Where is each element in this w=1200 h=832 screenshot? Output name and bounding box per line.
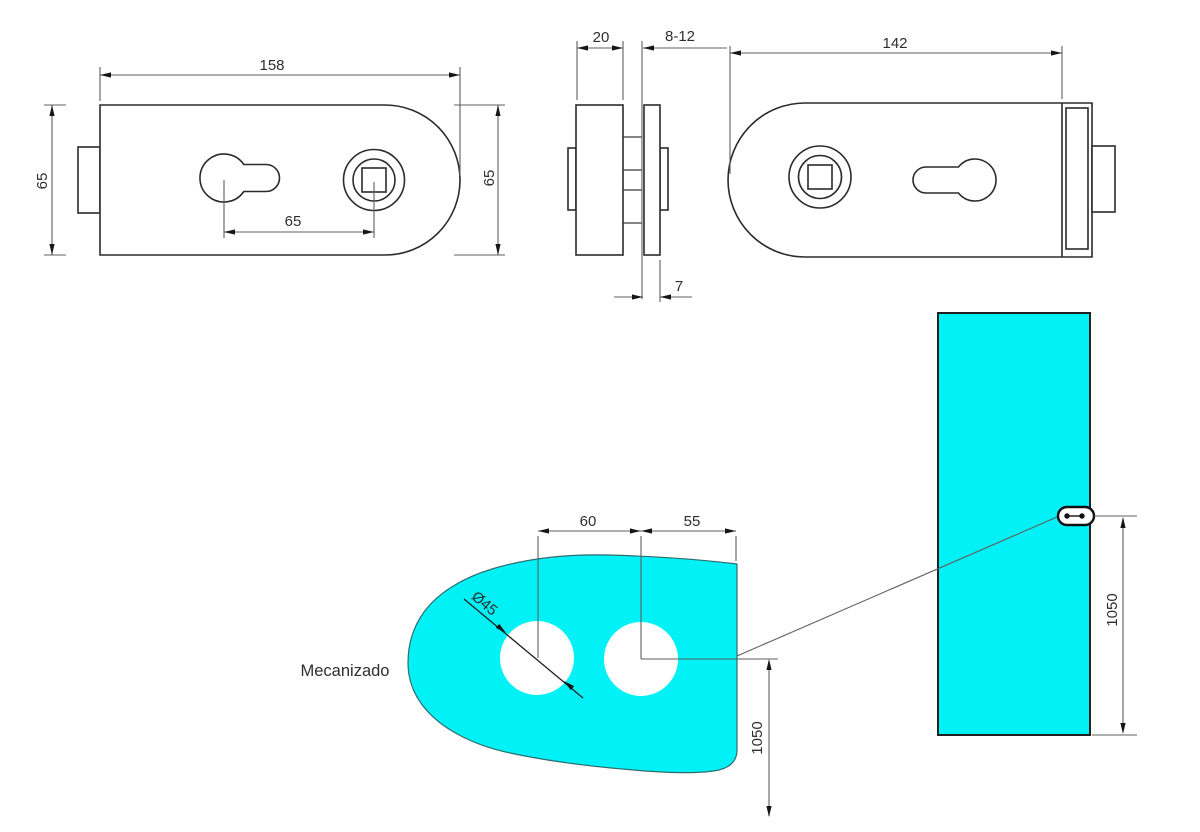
spindle-outer-circle-back — [788, 145, 852, 209]
arrowhead — [363, 229, 374, 235]
dim-hole-spacing: 60 — [580, 513, 597, 530]
arrowhead — [538, 528, 549, 534]
arrowhead — [1051, 50, 1062, 56]
arrowhead — [730, 50, 741, 56]
arrowhead — [660, 294, 671, 300]
arrowhead — [49, 105, 55, 116]
arrowhead — [495, 623, 506, 633]
dim-front-height-left: 65 — [34, 173, 51, 190]
lock-body-back — [727, 102, 1093, 258]
latch-side-left — [567, 147, 577, 211]
front-view: 158 65 65 65 — [34, 57, 505, 256]
drill-hole-1 — [500, 621, 574, 695]
dim-machining-height: 1050 — [749, 721, 766, 754]
dim-door-lock-height: 1050 — [1104, 593, 1121, 626]
dim-front-height-right: 65 — [481, 170, 498, 187]
keyhole-back — [912, 158, 997, 202]
back-view: 142 — [727, 35, 1116, 258]
arrowhead — [766, 659, 772, 670]
arrowhead — [632, 294, 643, 300]
door-panel: 1050 — [736, 312, 1137, 736]
arrowhead — [100, 72, 111, 78]
arrowhead — [224, 229, 235, 235]
arrowhead — [495, 105, 501, 116]
end-cap-inner — [1065, 107, 1089, 250]
dim-front-hole-spacing: 65 — [285, 213, 302, 230]
leader-line — [736, 516, 1058, 657]
arrowhead — [577, 45, 588, 51]
cover-plate-side — [643, 104, 661, 256]
dim-front-width: 158 — [259, 57, 284, 74]
latch-bolt-front — [77, 146, 101, 214]
latch-side-right — [659, 147, 669, 211]
body-plate-side — [575, 104, 624, 256]
arrowhead — [612, 45, 623, 51]
arrowhead — [643, 45, 654, 51]
latch-bolt-back — [1091, 145, 1116, 213]
dim-side-glass-thickness: 8-12 — [665, 28, 695, 45]
spindle-inner-circle-back — [797, 154, 843, 200]
dim-back-width: 142 — [882, 35, 907, 52]
spindle-square-back — [807, 164, 833, 190]
glass-machining-detail: 60 55 Ø45 1050 Mecanizado — [301, 513, 778, 817]
arrowhead — [449, 72, 460, 78]
side-view: 20 8-12 7 — [567, 28, 727, 302]
machining-label: Mecanizado — [301, 662, 390, 680]
arrowhead — [564, 681, 575, 691]
dim-edge-distance: 55 — [684, 513, 701, 530]
arrowhead — [766, 806, 772, 817]
arrowhead — [641, 528, 652, 534]
arrowhead — [49, 244, 55, 255]
arrowhead — [1120, 723, 1126, 734]
dim-side-cover-depth: 7 — [675, 278, 683, 295]
arrowhead — [725, 528, 736, 534]
arrowhead — [1120, 517, 1126, 528]
keyhole-front — [199, 153, 281, 203]
arrowhead — [630, 528, 641, 534]
dim-side-body-depth: 20 — [593, 29, 610, 46]
arrowhead — [495, 244, 501, 255]
diameter-line — [463, 598, 584, 699]
